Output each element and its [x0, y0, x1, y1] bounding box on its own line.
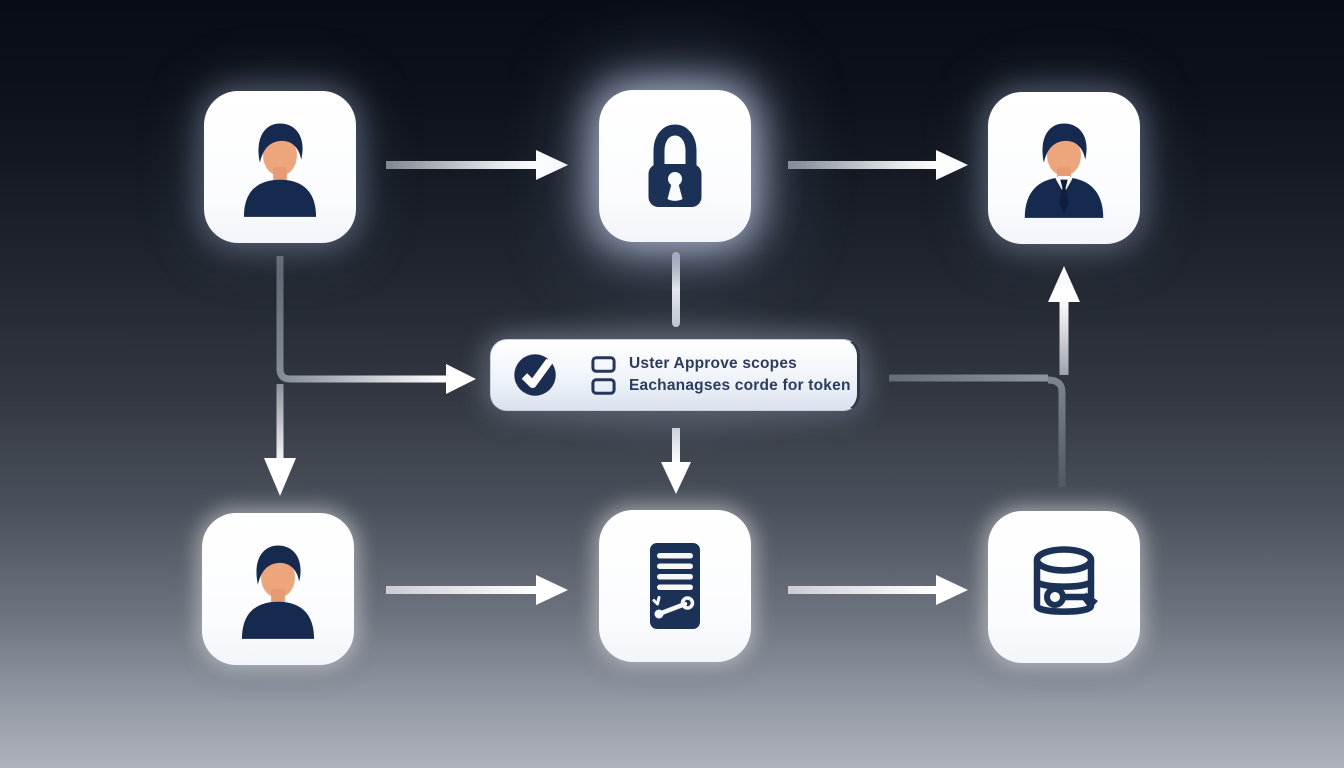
arrow-right-branch	[889, 266, 1080, 487]
node-database	[988, 511, 1140, 663]
arrow-lock-to-user-right	[788, 150, 968, 180]
arrow-user-bottom-to-document	[386, 575, 568, 605]
banner-checklist: Uster Approve scopes Eachanagses corde f…	[591, 355, 851, 395]
arrow-user-left-branch	[264, 256, 476, 496]
arrow-banner-to-document	[661, 428, 691, 494]
checkbox-icon	[591, 355, 616, 373]
user-icon	[241, 545, 315, 639]
arrow-document-to-database	[788, 575, 968, 605]
checkbox-icon	[591, 377, 616, 395]
lock-icon	[648, 124, 702, 207]
document-signature-icon	[650, 543, 700, 629]
banner-item: Uster Approve scopes	[591, 355, 851, 373]
node-user-top-right	[988, 92, 1140, 244]
node-user-bottom-left	[202, 513, 354, 665]
user-suit-icon	[1024, 123, 1104, 218]
banner-item-label: Uster Approve scopes	[629, 355, 797, 373]
user-icon	[243, 123, 317, 217]
node-lock	[599, 90, 751, 242]
check-circle-icon	[514, 354, 556, 396]
node-document	[599, 510, 751, 662]
approval-banner: Uster Approve scopes Eachanagses corde f…	[490, 339, 860, 411]
node-user-top-left	[204, 91, 356, 243]
arrow-user-to-lock	[386, 150, 568, 180]
banner-item: Eachanagses corde for token	[591, 377, 851, 395]
database-key-icon	[1033, 546, 1098, 615]
banner-item-label: Eachanagses corde for token	[629, 377, 851, 395]
